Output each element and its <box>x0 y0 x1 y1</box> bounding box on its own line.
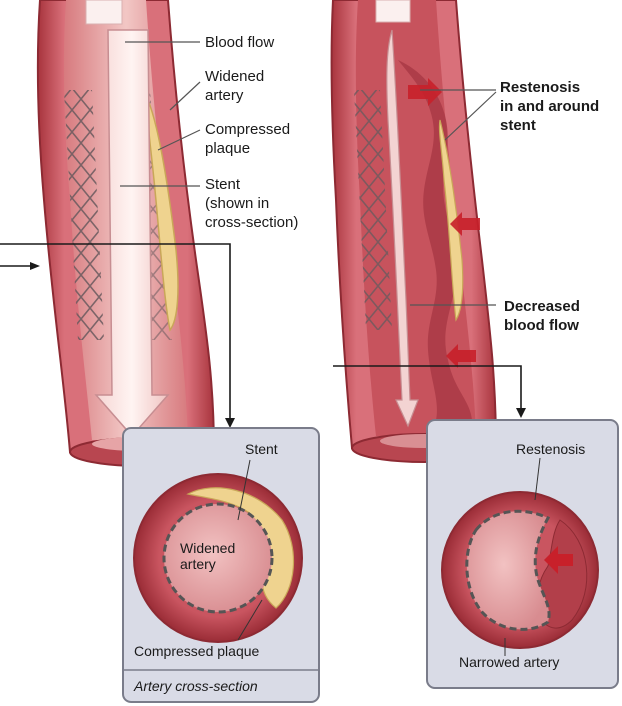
label-decreased-2: blood flow <box>504 317 579 334</box>
left-connector-arrowhead <box>225 418 235 428</box>
label-stent-1: Stent <box>205 176 241 193</box>
label-compressed-plaque-2: plaque <box>205 140 250 157</box>
label-restenosis-2: in and around <box>500 98 599 115</box>
right-connector-arrowhead <box>516 408 526 418</box>
left-side-arrowhead <box>30 262 40 270</box>
label-restenosis-3: stent <box>500 117 536 134</box>
label-restenosis-1: Restenosis <box>500 79 580 96</box>
label-compressed-plaque-1: Compressed <box>205 121 290 138</box>
label-stent-2: (shown in <box>205 195 269 212</box>
label-blood-flow: Blood flow <box>205 34 274 51</box>
inset-label-compressed-plaque: Compressed plaque <box>134 643 260 659</box>
label-stent-3: cross-section) <box>205 214 298 231</box>
label-decreased-1: Decreased <box>504 298 580 315</box>
inset-caption: Artery cross-section <box>133 678 258 694</box>
left-inset-panel <box>123 428 319 702</box>
inset-label-widened-1: Widened <box>180 540 235 556</box>
inset-label-narrowed-artery: Narrowed artery <box>459 654 559 670</box>
label-widened-artery-1: Widened <box>205 68 264 85</box>
inset-label-restenosis: Restenosis <box>516 441 585 457</box>
label-widened-artery-2: artery <box>205 87 244 104</box>
right-inset-panel <box>427 420 618 688</box>
inset-label-stent: Stent <box>245 441 278 457</box>
inset-label-widened-2: artery <box>180 556 216 572</box>
